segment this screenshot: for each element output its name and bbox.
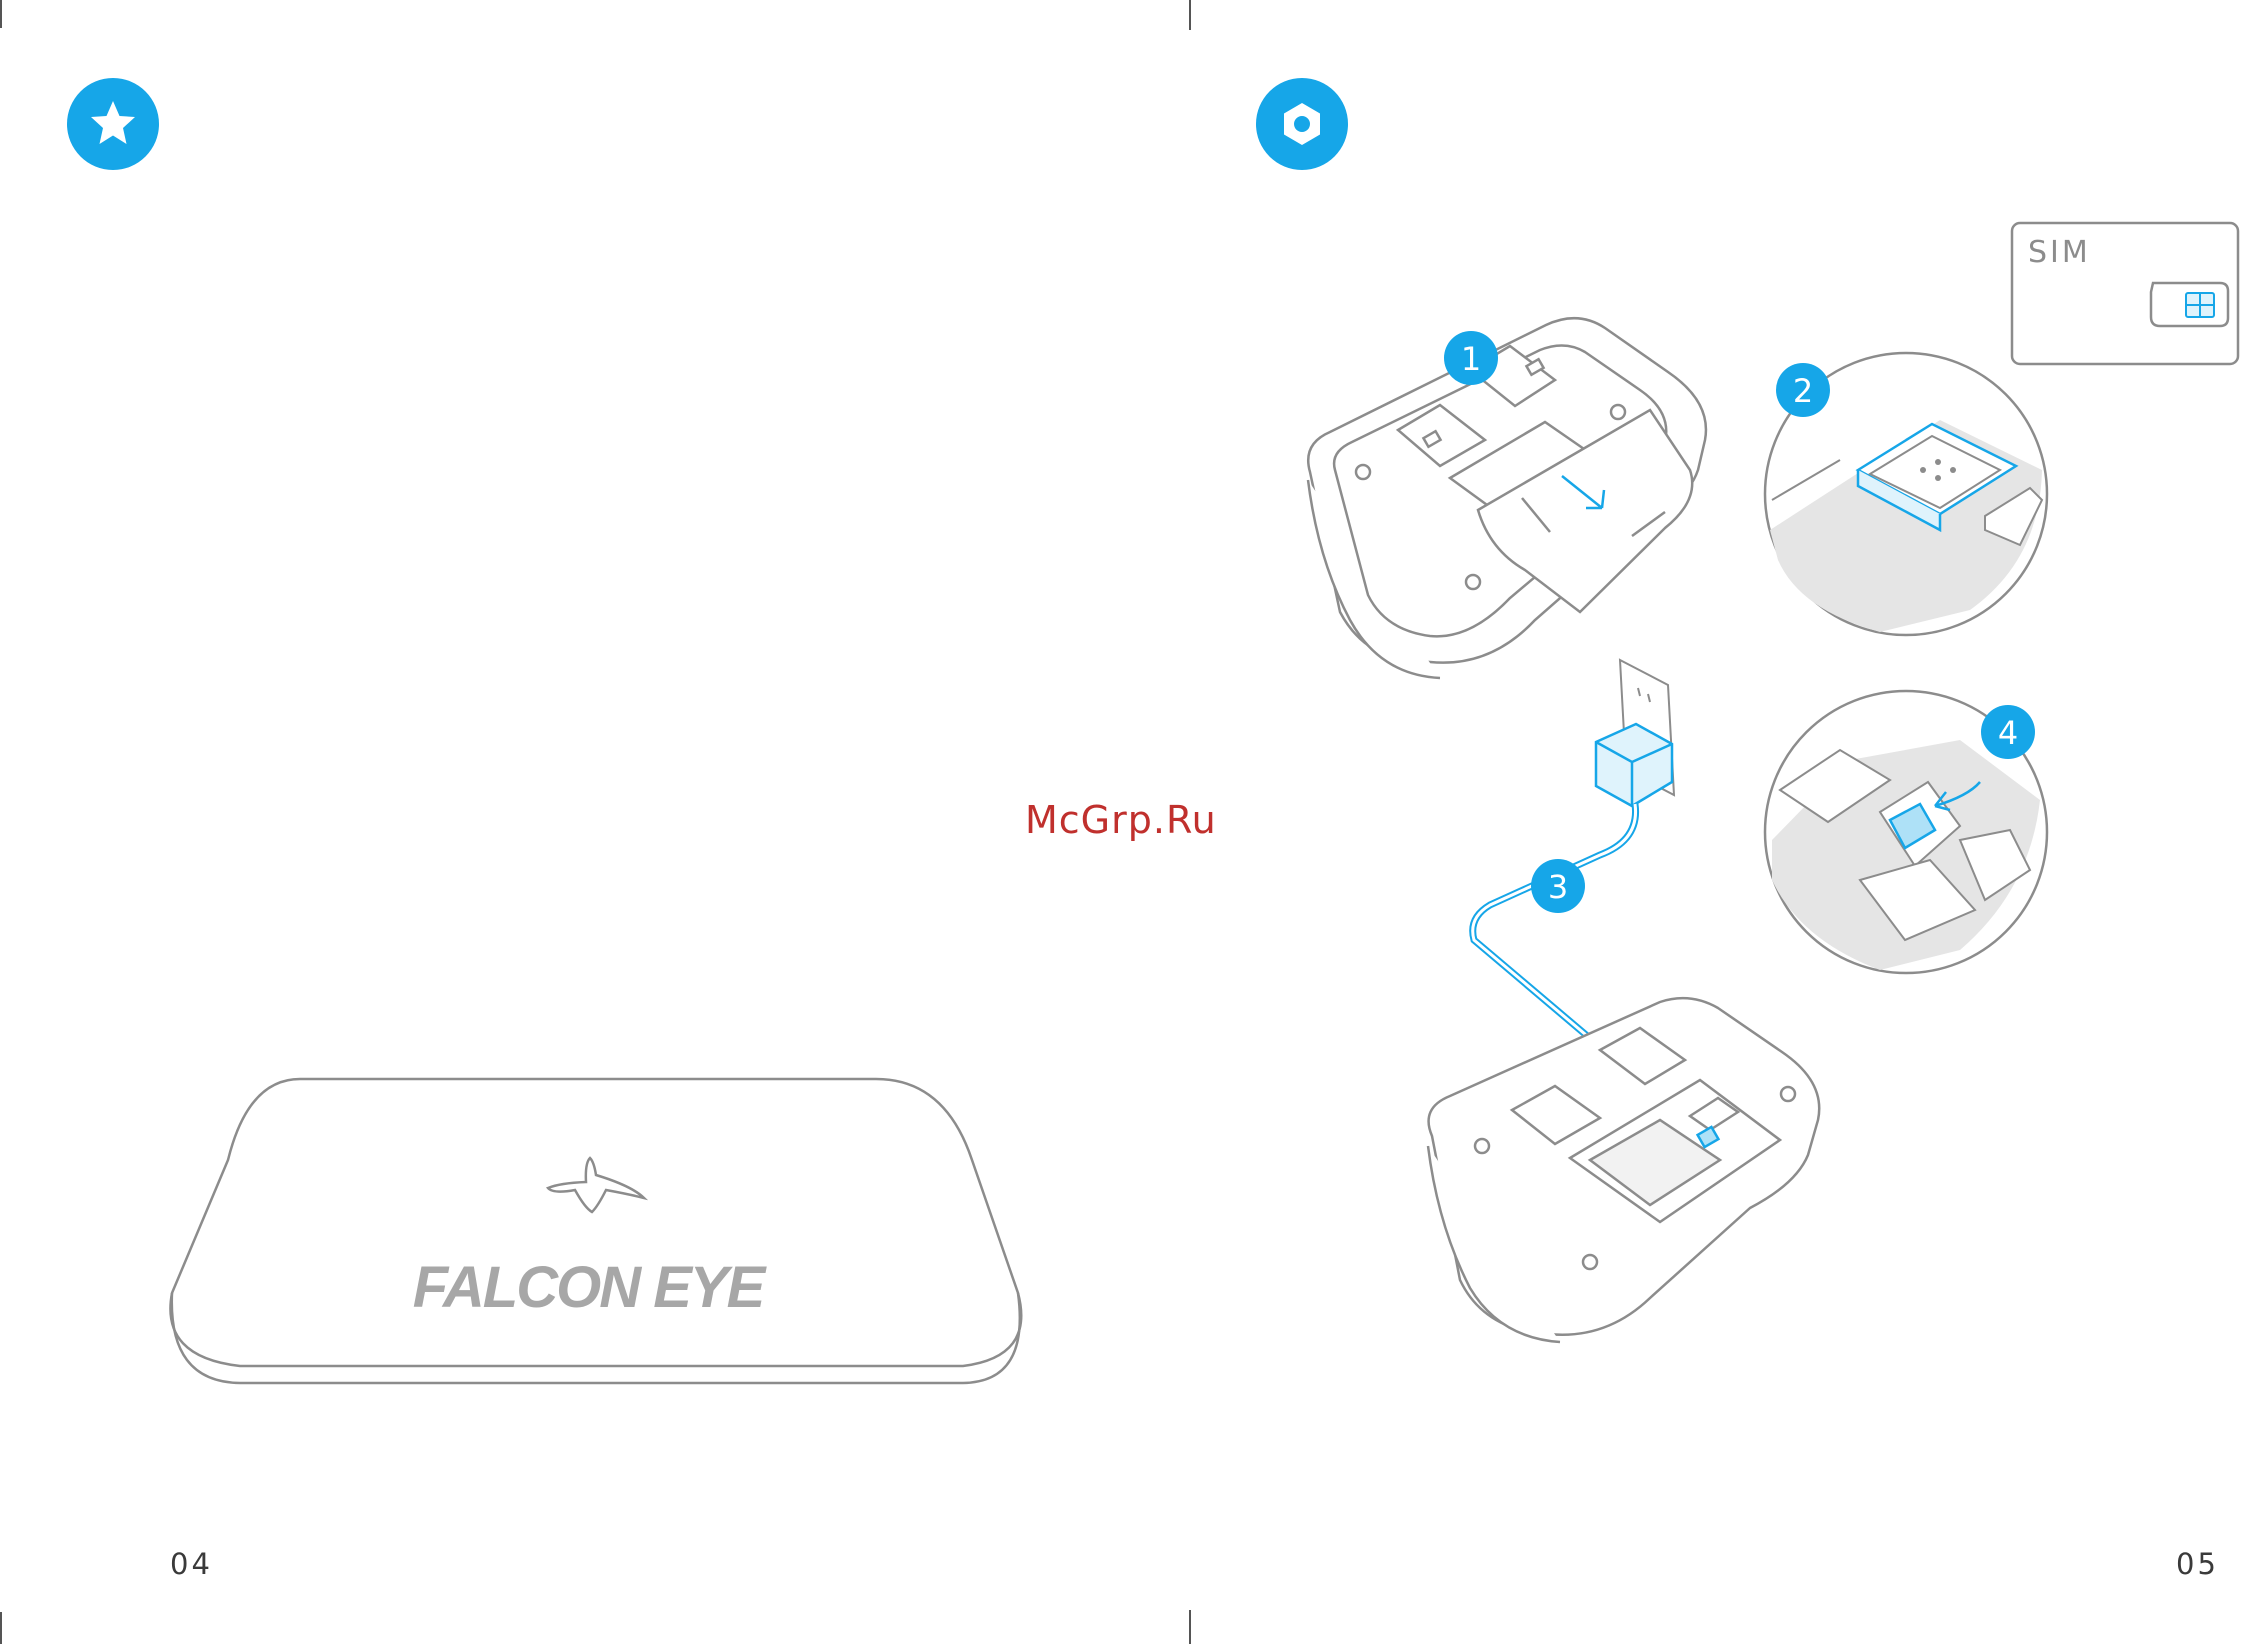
step-badge-3: 3 — [1531, 859, 1585, 913]
power-adapter — [1596, 660, 1674, 806]
sim-chip-icon — [2151, 283, 2228, 326]
svg-text:2: 2 — [1793, 372, 1813, 410]
svg-text:3: 3 — [1548, 868, 1568, 906]
crop-marks — [1, 0, 1190, 1644]
star-icon — [67, 78, 159, 170]
gear-hex-icon — [1256, 78, 1348, 170]
step1-device-back — [1308, 318, 1706, 678]
step-badge-2: 2 — [1776, 363, 1830, 417]
step-badge-1: 1 — [1444, 331, 1498, 385]
hub-device-illustration — [170, 1079, 1021, 1383]
watermark: McGrp.Ru — [1025, 798, 1217, 842]
sim-card-label: SIM — [2028, 235, 2091, 270]
svg-text:1: 1 — [1461, 340, 1481, 378]
svg-text:4: 4 — [1998, 714, 2018, 752]
connected-device-back — [1428, 998, 1819, 1342]
step-badge-4: 4 — [1981, 705, 2035, 759]
page-number-left: 04 — [170, 1547, 213, 1581]
device-logo: FALCON EYE — [413, 1255, 768, 1320]
page-number-right: 05 — [2176, 1547, 2219, 1581]
